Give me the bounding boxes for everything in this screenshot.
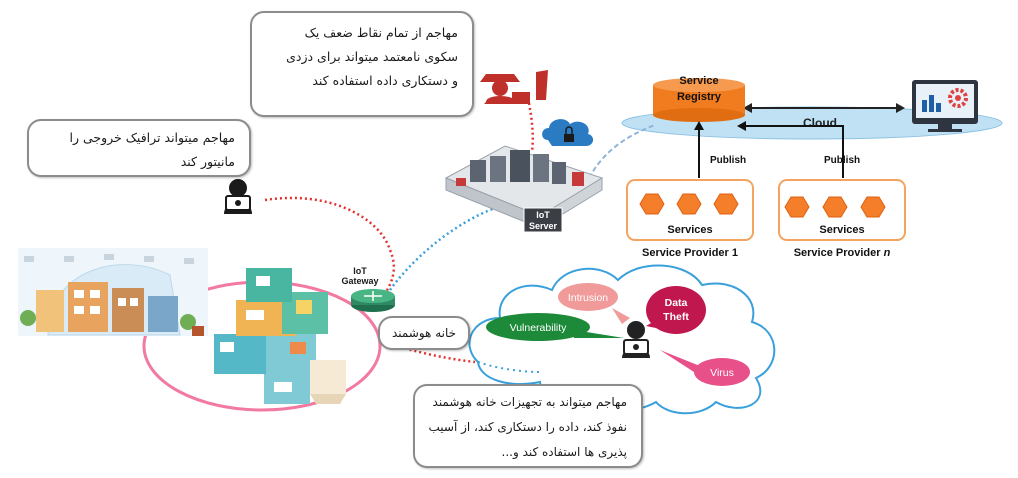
services-label-1: Services (667, 224, 712, 236)
hexagon-4 (784, 196, 810, 218)
hacker-threat-icon (622, 321, 650, 358)
callout-platform-attack: مهاجم از تمام نقاط ضعف یک سکوی نامعتمد م… (250, 11, 474, 117)
intrusion-pointer (612, 308, 630, 324)
callout-smart-home: خانه هوشمند (378, 316, 470, 350)
hexagon-5 (822, 196, 848, 218)
hexagon-3 (713, 193, 739, 215)
vulnerability-bubble (486, 313, 590, 341)
monitor-gear-icon (912, 80, 978, 132)
services-label-n: Services (819, 224, 864, 236)
hexagon-6 (860, 196, 886, 218)
iot-gateway-label-1: IoT (353, 266, 367, 276)
gateway-server-path (388, 206, 496, 291)
service-provider-n-box: Services (778, 179, 906, 241)
callout-traffic-monitor: مهاجم میتواند ترافیک خروجی را مانیتور کن… (27, 119, 251, 177)
home-attack-path (394, 344, 476, 364)
iot-server-label-2: Server (529, 221, 558, 231)
cloud-label: Cloud (803, 116, 837, 130)
callout-platform-line-3: و دستکاری داده استفاده کند (312, 73, 458, 88)
callout-device-line-3: پذیری ها استفاده کند و... (501, 445, 627, 459)
callout-platform-line-1: مهاجم از تمام نقاط ضعف یک (304, 25, 458, 40)
vulnerability-label: Vulnerability (510, 322, 568, 334)
arrow-head-left (743, 103, 752, 113)
callout-platform-line-2: سکوی نامعتمد میتواند برای دزدی (286, 49, 458, 64)
red-hacker-icon (480, 70, 548, 104)
iot-server-building: IoT Server (444, 145, 604, 233)
virus-label: Virus (710, 367, 734, 379)
data-theft-bubble (646, 286, 706, 334)
hacker-monitor-icon (224, 179, 252, 214)
smart-home-city-image (18, 248, 208, 336)
virus-pointer (660, 350, 700, 372)
callout-device-line-1: مهاجم میتواند به تجهیزات خانه هوشمند (432, 395, 627, 409)
publish-label-n: Publish (824, 155, 860, 166)
registry-label-2: Registry (677, 91, 722, 103)
callout-device-attack: مهاجم میتواند به تجهیزات خانه هوشمند نفو… (413, 384, 643, 468)
data-theft-label-2: Theft (663, 311, 689, 323)
provider-n-label: Service Provider n (794, 247, 891, 259)
cloud-lock-icon (542, 119, 594, 146)
hexagon-1 (639, 193, 665, 215)
callout-traffic-line-1: مهاجم میتواند ترافیک خروجی را (69, 130, 235, 145)
virus-bubble (694, 358, 750, 386)
attacker-server-path (526, 97, 535, 153)
intrusion-label: Intrusion (568, 292, 608, 304)
callout-smart-home-label: خانه هوشمند (391, 326, 457, 340)
publish-label-1: Publish (710, 155, 746, 166)
callout-traffic-line-2: مانیتور کند (180, 154, 235, 169)
hexagon-2 (676, 193, 702, 215)
firewall-icon (192, 326, 204, 336)
data-theft-label-1: Data (665, 297, 688, 309)
intrusion-bubble (558, 283, 618, 311)
iot-gateway-label-2: Gateway (341, 276, 378, 286)
registry-label-1: Service (679, 75, 718, 87)
service-registry: Service Registry (653, 75, 745, 122)
provider-1-label: Service Provider 1 (642, 247, 738, 259)
iot-server-label-1: IoT (536, 210, 550, 220)
arrow-head-right (896, 103, 905, 113)
iot-gateway-router: IoT Gateway (341, 266, 395, 312)
smart-home-rooms (214, 268, 346, 404)
callout-device-line-2: نفوذ کند، داده را دستکاری کند، از آسیب (428, 420, 627, 434)
service-provider-1-box: Services (626, 179, 754, 241)
